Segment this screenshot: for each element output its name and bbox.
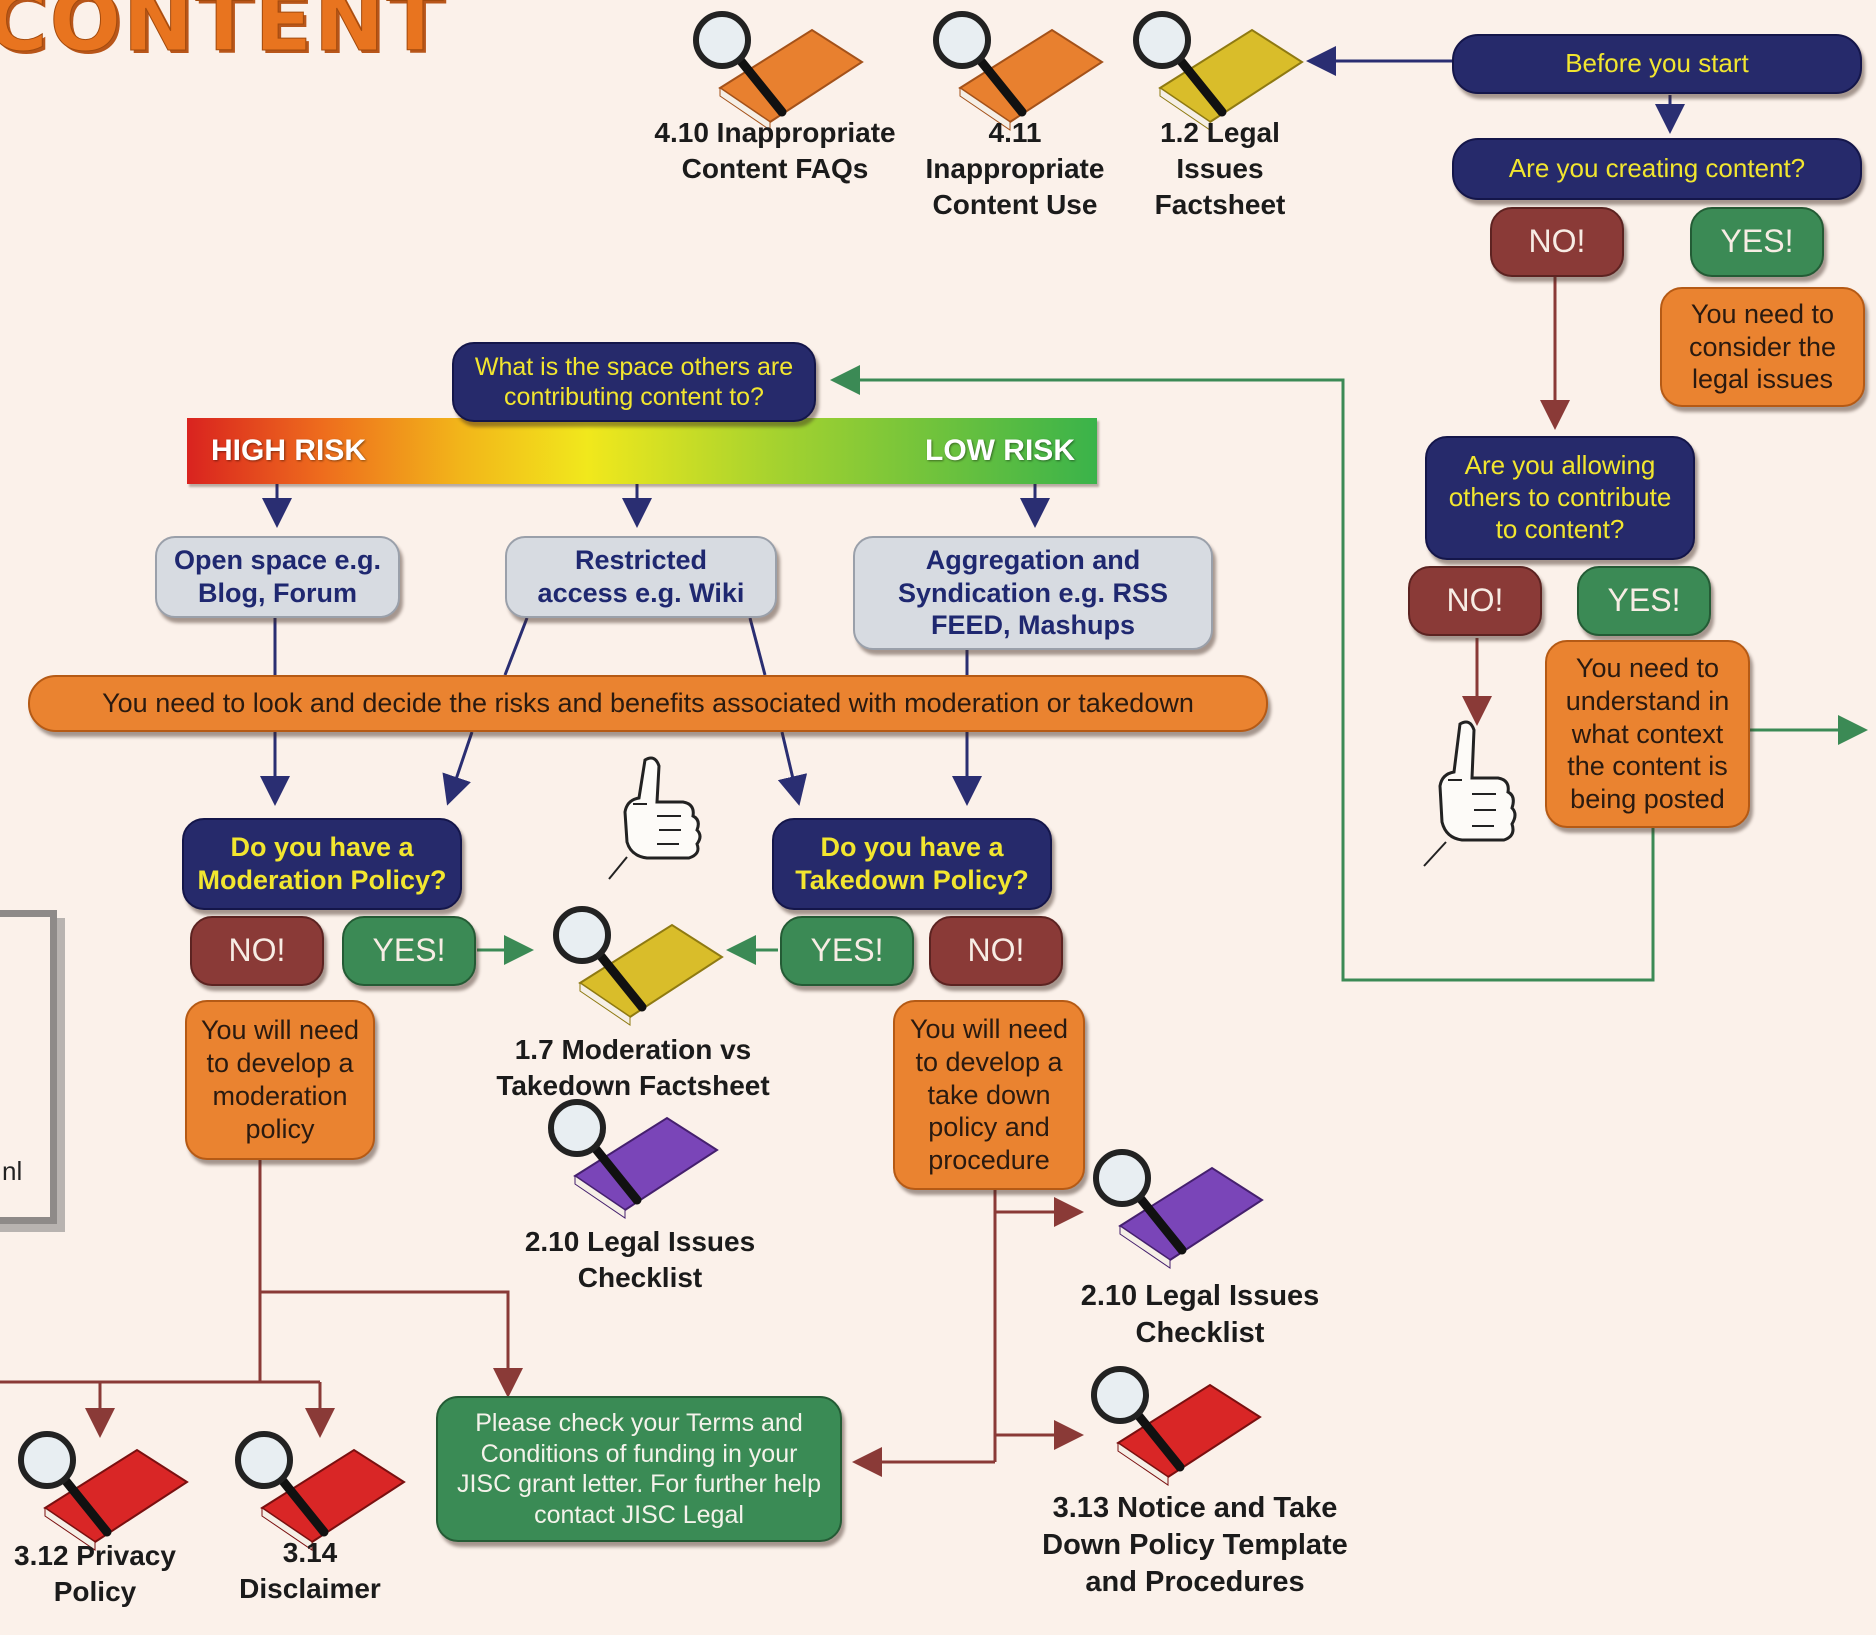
magnifier-book-icon xyxy=(18,1431,189,1551)
resource-label: 3.13 Notice and Take Down Policy Templat… xyxy=(1042,1492,1348,1599)
restricted-access-option: Restricted access e.g. Wiki xyxy=(505,536,777,618)
thumbs-up-icon xyxy=(1423,720,1517,867)
magnifier-book-icon xyxy=(1093,1149,1264,1269)
consider-legal-issues-note: You need to consider the legal issues xyxy=(1660,287,1865,407)
risks-benefits-banner: You need to look and decide the risks an… xyxy=(28,675,1268,732)
high-risk-label: HIGH RISK xyxy=(211,434,367,467)
takedown-policy-question: Do you have a Takedown Policy? xyxy=(772,818,1052,910)
resource-label: 4.10 Inappropriate Content FAQs xyxy=(654,117,896,184)
magnifier-book-icon xyxy=(1133,11,1304,131)
resource-label: 3.14 Disclaimer xyxy=(239,1537,381,1604)
magnifier-book-icon xyxy=(235,1431,406,1551)
resource-label: 3.12 Privacy Policy xyxy=(14,1540,176,1607)
jisc-funding-note: Please check your Terms and Conditions o… xyxy=(436,1396,842,1542)
takedown-no-answer: NO! xyxy=(929,916,1063,986)
side-panel-fragment: nl xyxy=(0,910,57,1224)
page-title: CONTENT xyxy=(0,0,446,71)
thumbs-up-icon xyxy=(608,756,702,880)
allowing-no-answer: NO! xyxy=(1408,566,1542,636)
creating-no-answer: NO! xyxy=(1490,207,1624,277)
panel-text: nl xyxy=(2,1156,23,1186)
low-risk-label: LOW RISK xyxy=(925,434,1075,467)
resource-label: 2.10 Legal Issues Checklist xyxy=(524,1226,756,1293)
creating-content-question: Are you creating content? xyxy=(1452,138,1862,200)
magnifier-book-icon xyxy=(1091,1366,1262,1486)
moderation-yes-answer: YES! xyxy=(342,916,476,986)
resource-label: 1.7 Moderation vs Takedown Factsheet xyxy=(496,1034,770,1101)
moderation-no-answer: NO! xyxy=(190,916,324,986)
allowing-contributions-question: Are you allowing others to contribute to… xyxy=(1425,436,1695,560)
magnifier-book-icon xyxy=(693,11,864,131)
open-space-option: Open space e.g. Blog, Forum xyxy=(155,536,400,618)
resource-label: 2.10 Legal Issues Checklist xyxy=(1080,1280,1320,1350)
resource-label: 1.2 Legal Issues Factsheet xyxy=(1154,117,1286,220)
magnifier-book-icon xyxy=(553,906,724,1026)
before-you-start-step: Before you start xyxy=(1452,34,1862,94)
magnifier-book-icon xyxy=(548,1099,719,1219)
moderation-policy-question: Do you have a Moderation Policy? xyxy=(182,818,462,910)
allowing-yes-answer: YES! xyxy=(1577,566,1711,636)
understand-context-note: You need to understand in what context t… xyxy=(1545,640,1750,828)
magnifier-book-icon xyxy=(933,11,1104,131)
takedown-yes-answer: YES! xyxy=(780,916,914,986)
develop-moderation-policy-note: You will need to develop a moderation po… xyxy=(185,1000,375,1160)
develop-takedown-policy-note: You will need to develop a take down pol… xyxy=(893,1000,1085,1190)
aggregation-option: Aggregation and Syndication e.g. RSS FEE… xyxy=(853,536,1213,650)
creating-yes-answer: YES! xyxy=(1690,207,1824,277)
risk-scale-bar: HIGH RISK LOW RISK xyxy=(187,418,1097,484)
resource-label: 4.11 Inappropriate Content Use xyxy=(925,117,1105,220)
space-question: What is the space others are contributin… xyxy=(452,342,816,422)
